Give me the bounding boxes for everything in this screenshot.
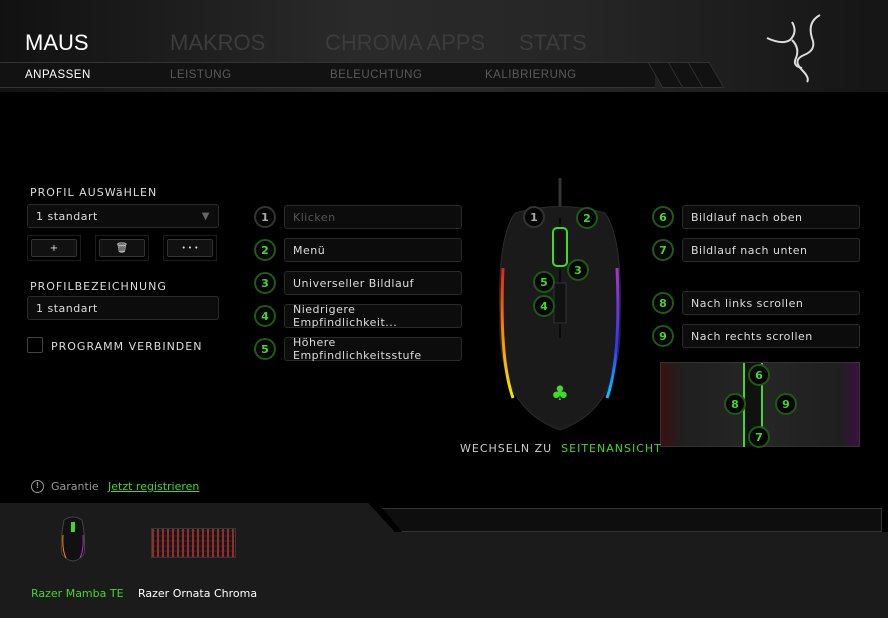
scroll-marker-6[interactable]: 6 bbox=[748, 364, 770, 386]
button-assignment-2[interactable]: Menü bbox=[284, 238, 462, 262]
tab-stats[interactable]: STATS bbox=[519, 30, 587, 55]
mouse-top-view-image: ♣ bbox=[499, 178, 621, 431]
info-icon: ! bbox=[31, 480, 44, 493]
side-view-link[interactable]: SEITENANSICHT bbox=[561, 442, 662, 455]
device-ornata-chroma[interactable]: Razer Ornata Chroma bbox=[138, 587, 258, 600]
link-program-label: PROGRAMM VERBINDEN bbox=[51, 340, 203, 353]
subtab-kalibrierung[interactable]: KALIBRIERUNG bbox=[485, 69, 577, 81]
sub-tab-bar bbox=[0, 62, 655, 88]
more-profile-button[interactable]: • • • bbox=[163, 235, 217, 261]
device-thumbnail-mouse[interactable] bbox=[58, 510, 88, 570]
mouse-button-marker-2[interactable]: 2 bbox=[576, 207, 598, 229]
button-number-1: 1 bbox=[254, 206, 276, 228]
button-assignment-5[interactable]: Höhere Empfindlichkeitsstufe bbox=[284, 336, 462, 362]
button-number-5: 5 bbox=[254, 338, 276, 360]
button-number-9: 9 bbox=[652, 325, 674, 347]
profile-dropdown[interactable]: 1 standart ▼ bbox=[27, 204, 219, 228]
profile-dropdown-value: 1 standart bbox=[36, 209, 98, 223]
mouse-button-marker-3[interactable]: 3 bbox=[567, 259, 589, 281]
subtab-beleuchtung[interactable]: BELEUCHTUNG bbox=[330, 69, 423, 81]
add-profile-button[interactable]: + bbox=[27, 235, 81, 261]
button-number-6: 6 bbox=[652, 206, 674, 228]
button-assignment-9[interactable]: Nach rechts scrollen bbox=[682, 324, 860, 348]
button-assignment-7[interactable]: Bildlauf nach unten bbox=[682, 238, 860, 262]
scroll-marker-8[interactable]: 8 bbox=[724, 393, 746, 415]
svg-text:♣: ♣ bbox=[551, 381, 569, 405]
button-assignment-6[interactable]: Bildlauf nach oben bbox=[682, 205, 860, 229]
button-number-3: 3 bbox=[254, 272, 276, 294]
button-assignment-8[interactable]: Nach links scrollen bbox=[682, 291, 860, 315]
button-assignment-4[interactable]: Niedrigere Empfindlichkeit... bbox=[284, 303, 462, 329]
subtab-leistung[interactable]: LEISTUNG bbox=[170, 69, 232, 81]
device-mamba-te[interactable]: Razer Mamba TE bbox=[31, 587, 124, 600]
razer-logo-icon bbox=[766, 14, 821, 83]
trash-icon: 🗑 bbox=[99, 239, 145, 257]
scroll-marker-7[interactable]: 7 bbox=[748, 426, 770, 448]
profile-select-label: PROFIL AUSWäHLEN bbox=[30, 186, 158, 199]
warranty-label: Garantie bbox=[51, 480, 99, 493]
profile-name-label: PROFILBEZEICHNUNG bbox=[30, 280, 167, 293]
tab-chroma-apps[interactable]: CHROMA APPS bbox=[325, 30, 486, 55]
plus-icon: + bbox=[31, 239, 77, 257]
button-number-2: 2 bbox=[254, 239, 276, 261]
device-thumbnail-keyboard[interactable] bbox=[151, 528, 236, 558]
view-switch: WECHSELN ZU SEITENANSICHT bbox=[460, 442, 662, 455]
button-number-4: 4 bbox=[254, 305, 276, 327]
link-program-checkbox[interactable] bbox=[27, 337, 43, 353]
mouse-button-marker-5[interactable]: 5 bbox=[533, 271, 555, 293]
register-link[interactable]: Jetzt registrieren bbox=[108, 480, 200, 493]
button-number-8: 8 bbox=[652, 292, 674, 314]
subtab-anpassen[interactable]: ANPASSEN bbox=[25, 69, 91, 81]
view-switch-label: WECHSELN ZU bbox=[460, 442, 553, 455]
delete-profile-button[interactable]: 🗑 bbox=[95, 235, 149, 261]
tab-maus[interactable]: MAUS bbox=[25, 30, 89, 55]
profile-name-input[interactable]: 1 standart bbox=[27, 296, 219, 320]
button-number-7: 7 bbox=[652, 239, 674, 261]
button-assignment-1[interactable]: Klicken bbox=[284, 205, 462, 229]
button-assignment-3[interactable]: Universeller Bildlauf bbox=[284, 271, 462, 295]
chevron-down-icon: ▼ bbox=[201, 210, 210, 222]
decor-hex-strip bbox=[382, 508, 882, 532]
mouse-button-marker-1[interactable]: 1 bbox=[523, 206, 545, 228]
tab-makros[interactable]: MAKROS bbox=[170, 30, 266, 55]
mouse-button-marker-4[interactable]: 4 bbox=[533, 295, 555, 317]
scroll-marker-9[interactable]: 9 bbox=[775, 393, 797, 415]
more-icon: • • • bbox=[167, 239, 213, 257]
